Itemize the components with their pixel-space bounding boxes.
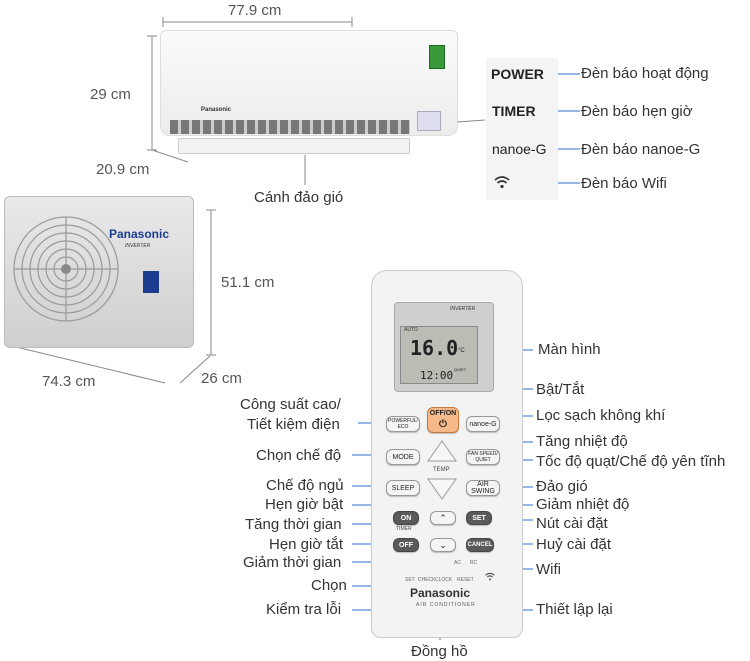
time-down-button[interactable]: ⌄ xyxy=(430,538,456,552)
small-clock-label: CLOCK xyxy=(435,577,453,583)
label-timer-off: Hẹn giờ tắt xyxy=(269,536,344,553)
nanoe-button[interactable]: nanoe-G xyxy=(466,416,500,432)
lcd-mode: AUTO xyxy=(404,327,418,333)
indoor-depth-label: 20.9 cm xyxy=(96,161,150,178)
fan-grille-icon xyxy=(13,216,119,322)
small-rc-label: RC xyxy=(470,560,478,566)
lcd-time: 12:00 xyxy=(420,369,454,382)
label-check: Kiểm tra lỗi xyxy=(266,601,342,618)
temp-up-button[interactable] xyxy=(426,439,458,463)
remote-badge: INVERTER xyxy=(450,306,476,312)
label-air-purify: Lọc sạch không khí xyxy=(536,407,666,424)
wifi-indicator-desc: Đèn báo Wifi xyxy=(581,175,667,192)
label-timer-on: Hẹn giờ bật xyxy=(265,496,344,513)
lcd-unit: °C xyxy=(458,348,465,354)
label-temp-down: Giảm nhiệt độ xyxy=(536,496,630,513)
label-on-off: Bật/Tắt xyxy=(536,381,585,398)
chevron-down-icon: ⌄ xyxy=(439,539,447,550)
label-select: Chọn xyxy=(311,577,347,594)
label-fan-speed: Tốc độ quạt/Chế độ yên tĩnh xyxy=(536,453,726,470)
label-temp-up: Tăng nhiệt độ xyxy=(536,433,628,450)
label-display: Màn hình xyxy=(538,341,601,358)
off-on-button[interactable]: OFF/ON ⏻ xyxy=(427,407,459,433)
nanoe-indicator-desc: Đèn báo nanoe-G xyxy=(581,141,701,158)
set-button[interactable]: SET xyxy=(466,511,492,525)
remote-brand: Panasonic xyxy=(410,586,471,600)
temp-down-button[interactable] xyxy=(426,477,458,501)
small-check-label: CHECK xyxy=(418,577,436,583)
label-reset: Thiết lập lại xyxy=(536,601,613,618)
nanoe-indicator: nanoe-G xyxy=(492,141,547,157)
power-indicator-desc: Đèn báo hoạt động xyxy=(581,65,709,82)
label-powerful-1: Công suất cao/ xyxy=(240,396,341,413)
cancel-button[interactable]: CANCEL xyxy=(466,538,494,552)
time-up-button[interactable]: ⌃ xyxy=(430,511,456,525)
label-cancel: Huỷ cài đặt xyxy=(536,536,612,553)
timer-indicator: TIMER xyxy=(492,103,536,119)
outdoor-sub: INVERTER xyxy=(125,243,151,249)
energy-label-sticker xyxy=(429,45,445,69)
timer-indicator-desc: Đèn báo hẹn giờ xyxy=(581,103,693,120)
small-set-label: SET xyxy=(405,577,415,583)
powerful-eco-button[interactable]: POWERFUL/ ECO xyxy=(386,416,420,432)
temp-label: TEMP xyxy=(433,467,450,473)
wifi-icon xyxy=(494,175,510,194)
indoor-unit: Panasonic xyxy=(160,30,458,136)
label-wifi: Wifi xyxy=(536,561,561,578)
fan-speed-button[interactable]: FAN SPEED/ QUIET xyxy=(466,449,500,465)
remote-lcd xyxy=(400,326,478,384)
lcd-quiet: QUIET xyxy=(454,367,467,372)
small-ac-label: AC xyxy=(454,560,461,566)
outdoor-width-label: 74.3 cm xyxy=(42,373,96,390)
chevron-up-icon: ⌃ xyxy=(439,512,447,523)
power-indicator: POWER xyxy=(491,66,544,82)
lcd-temperature: 16.0 xyxy=(410,336,459,360)
label-time-up: Tăng thời gian xyxy=(245,516,342,533)
outdoor-unit: Panasonic INVERTER xyxy=(4,196,194,348)
outdoor-height-label: 51.1 cm xyxy=(221,274,275,291)
sleep-button[interactable]: SLEEP xyxy=(386,480,420,496)
label-time-down: Giảm thời gian xyxy=(243,554,342,571)
outdoor-badge xyxy=(143,271,159,293)
remote-sub: AIR CONDITIONER xyxy=(416,602,476,608)
indoor-brand: Panasonic xyxy=(201,107,232,113)
remote-wifi-icon xyxy=(485,572,495,583)
indicator-legend-panel xyxy=(486,58,558,200)
label-swing: Đảo gió xyxy=(536,478,588,495)
timer-on-button[interactable]: ON xyxy=(393,511,419,525)
indoor-louver xyxy=(170,120,410,134)
outdoor-depth-label: 26 cm xyxy=(201,370,242,387)
label-mode: Chọn chế độ xyxy=(256,447,342,464)
off-on-label: OFF/ON xyxy=(429,410,457,417)
label-powerful-2: Tiết kiệm điện xyxy=(247,416,340,433)
louver-label: Cánh đảo gió xyxy=(254,189,344,206)
indicator-panel xyxy=(417,111,441,131)
timer-off-button[interactable]: OFF xyxy=(393,538,419,552)
label-set: Nút cài đặt xyxy=(536,515,608,532)
indoor-height-label: 29 cm xyxy=(90,86,131,103)
mode-button[interactable]: MODE xyxy=(386,449,420,465)
indoor-vane xyxy=(178,138,410,154)
timer-label: TIMER xyxy=(396,526,412,532)
indoor-width-label: 77.9 cm xyxy=(228,2,282,19)
power-icon: ⏻ xyxy=(439,419,447,430)
outdoor-brand: Panasonic xyxy=(109,227,170,241)
label-clock: Đồng hồ xyxy=(411,643,468,660)
label-sleep: Chế độ ngủ xyxy=(266,477,344,494)
air-swing-button[interactable]: AIR SWING xyxy=(466,480,500,496)
small-reset-label: RESET xyxy=(457,577,474,583)
